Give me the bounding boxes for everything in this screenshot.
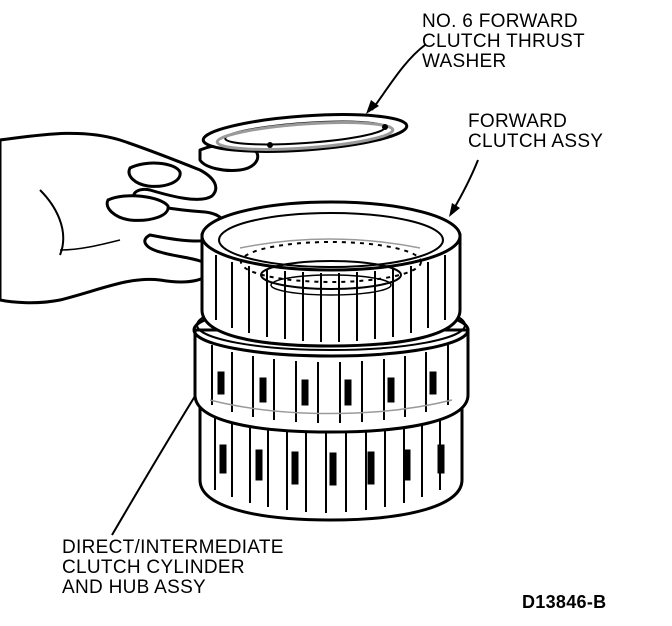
forward-leader <box>451 159 479 213</box>
forward-clutch-label: FORWARD CLUTCH ASSY <box>468 112 603 152</box>
forward-label-line-1: FORWARD <box>468 111 568 132</box>
direct-intermediate-label: DIRECT/INTERMEDIATE CLUTCH CYLINDER AND … <box>62 538 284 598</box>
forward-label-line-2: CLUTCH ASSY <box>468 131 604 152</box>
middle-hub-slots <box>217 371 437 406</box>
thrust-washer <box>201 113 409 153</box>
hand-illustration <box>0 131 260 305</box>
direct-leader <box>111 379 206 536</box>
washer-leader <box>371 44 426 111</box>
direct-label-line-1: DIRECT/INTERMEDIATE <box>62 537 284 558</box>
washer-label: NO. 6 FORWARD CLUTCH THRUST WASHER <box>422 12 585 72</box>
forward-drum-splines <box>215 255 446 342</box>
washer-label-line-3: WASHER <box>422 51 507 72</box>
direct-label-line-3: AND HUB ASSY <box>62 577 207 598</box>
lower-drum-splines <box>214 410 441 513</box>
washer-label-line-1: NO. 6 FORWARD <box>422 11 578 32</box>
figure-code: D13846-B <box>522 592 607 612</box>
direct-label-line-2: CLUTCH CYLINDER <box>62 557 245 578</box>
clutch-stack <box>192 200 470 522</box>
shading <box>209 238 453 415</box>
washer-label-line-2: CLUTCH THRUST <box>422 31 585 52</box>
lower-drum-slots <box>219 444 445 486</box>
